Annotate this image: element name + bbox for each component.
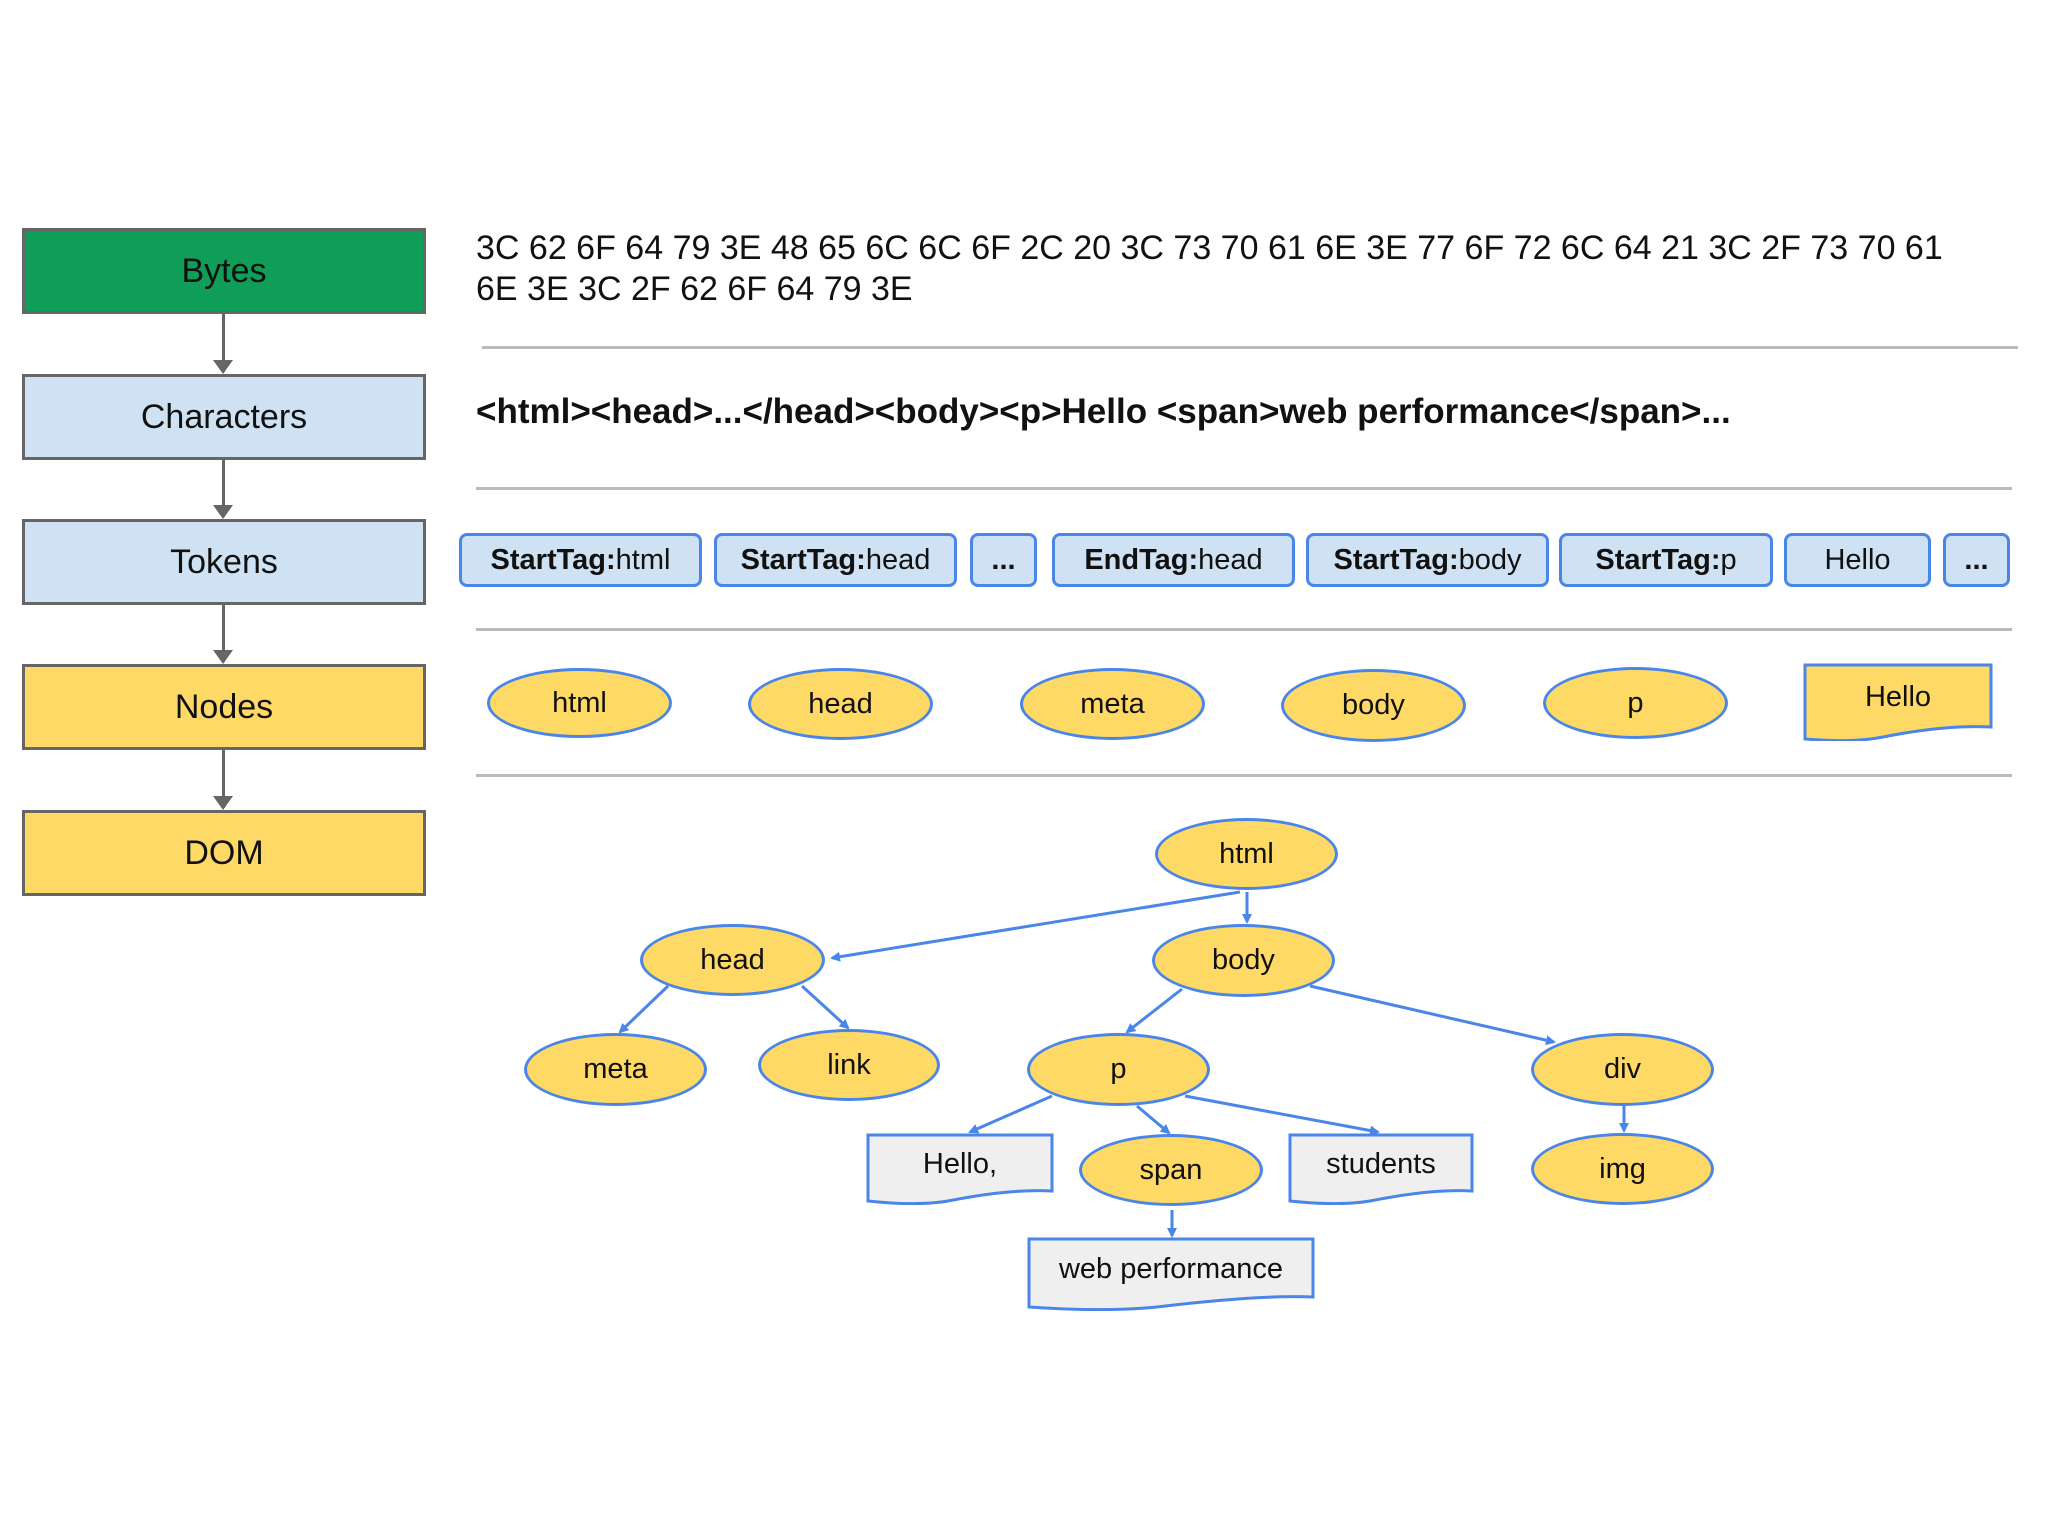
node-label: Hello, [922,1147,998,1180]
edge-head-link [800,984,850,1030]
stage-arrow [213,750,233,810]
dom-node-p: p [1027,1033,1210,1106]
node-label: img [1599,1152,1646,1185]
token-kind: ... [1964,543,1989,576]
divider [476,628,2012,631]
dom-node-meta: meta [524,1033,707,1106]
token-starttag-body: StartTag: body [1306,533,1549,587]
stage-bytes-label: Bytes [181,251,267,290]
dom-node-div: div [1531,1033,1714,1106]
node-label: div [1603,1053,1642,1085]
token-kind: StartTag: [740,543,866,576]
token-value: p [1720,543,1737,576]
node-label: web performance [1058,1252,1284,1285]
node-label: head [700,943,765,976]
node-label: Hello [1864,680,1932,713]
stage-nodes: Nodes [22,664,426,750]
token-starttag-head: StartTag: head [714,533,957,587]
token-kind: EndTag: [1084,543,1199,576]
token-text-hello: Hello [1784,533,1931,587]
node-label: head [808,687,873,720]
stage-dom: DOM [22,810,426,896]
token-value: Hello [1824,543,1891,576]
node-body: body [1281,669,1466,742]
divider [482,346,2018,349]
node-label: link [827,1048,871,1081]
stage-arrow [213,460,233,519]
node-label: meta [583,1053,648,1085]
node-label: p [1110,1053,1127,1085]
token-kind: StartTag: [1595,543,1721,576]
stage-characters-label: Characters [140,397,308,436]
token-kind: ... [991,543,1016,576]
node-label: body [1342,689,1405,721]
edge-p-students [1184,1094,1380,1136]
dom-node-span: span [1079,1134,1263,1206]
node-label: p [1627,686,1644,719]
divider [476,774,2012,777]
token-starttag-html: StartTag: html [459,533,702,587]
stage-characters: Characters [22,374,426,460]
node-label: students [1326,1147,1436,1180]
dom-node-html: html [1155,818,1338,890]
token-value: html [615,543,671,576]
node-meta: meta [1020,668,1205,740]
node-label: meta [1080,687,1145,720]
dom-text-students: students [1288,1133,1474,1205]
stage-arrow [213,314,233,374]
divider [476,487,2012,490]
token-ellipsis: ... [970,533,1037,587]
bytes-hex-text: 3C 62 6F 64 79 3E 48 65 6C 6C 6F 2C 20 3… [476,229,1943,308]
stage-bytes: Bytes [22,228,426,314]
edge-html-head [830,890,1241,962]
node-html: html [487,668,672,738]
stage-dom-label: DOM [184,833,264,872]
node-label: html [552,686,607,719]
dom-node-img: img [1531,1133,1714,1205]
node-head: head [748,668,933,740]
token-starttag-p: StartTag: p [1559,533,1773,587]
node-label: html [1219,837,1274,870]
dom-text-web-performance: web performance [1027,1237,1315,1311]
token-kind: StartTag: [1333,543,1459,576]
token-ellipsis: ... [1943,533,2010,587]
characters-text: <html><head>...</head><body><p>Hello <sp… [476,392,1731,431]
node-label: body [1212,944,1275,976]
node-p: p [1543,667,1728,739]
stage-nodes-label: Nodes [174,687,274,726]
token-value: head [1198,543,1263,576]
token-kind: StartTag: [490,543,616,576]
stage-tokens: Tokens [22,519,426,605]
dom-text-hello: Hello, [866,1133,1054,1205]
edge-head-meta [618,984,670,1034]
edge-p-hello [968,1094,1053,1134]
stage-arrow [213,605,233,664]
node-text-hello: Hello [1803,663,1993,741]
node-label: span [1139,1153,1203,1186]
edge-p-span [1136,1104,1171,1135]
dom-node-head: head [640,924,825,996]
token-value: body [1458,543,1522,576]
edge-body-div [1309,984,1556,1046]
token-endtag-head: EndTag: head [1052,533,1295,587]
dom-node-link: link [758,1029,940,1101]
stage-tokens-label: Tokens [170,542,278,581]
edge-body-p [1125,987,1183,1034]
dom-node-body: body [1152,924,1335,997]
token-value: head [865,543,931,576]
